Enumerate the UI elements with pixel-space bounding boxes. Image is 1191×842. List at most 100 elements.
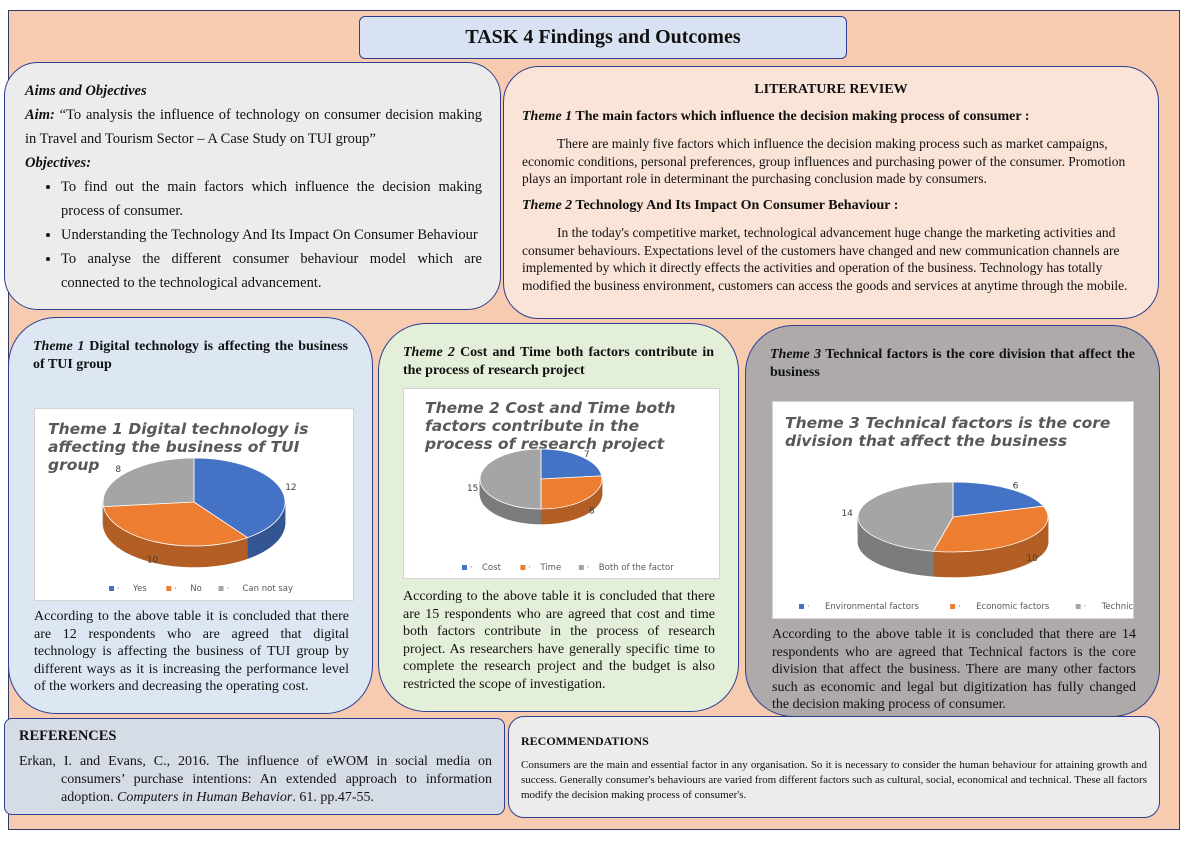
- pie-slice-side: [233, 540, 238, 563]
- pie-slice-side: [884, 540, 888, 568]
- pie-slice-side: [259, 530, 262, 555]
- pie-slice-side: [889, 542, 893, 570]
- theme1-label: Theme 1: [33, 339, 85, 354]
- pie-slice-side: [162, 542, 167, 566]
- pie-slice-side: [218, 543, 223, 566]
- pie-slice-side: [221, 542, 226, 566]
- pie-slice-side: [523, 507, 527, 524]
- pie-slice-side: [171, 544, 176, 567]
- pie-slice-side: [920, 549, 924, 576]
- theme2-chart: Theme 2 Cost and Time both factors contr…: [403, 388, 720, 579]
- reference-end: . 61. pp.47-55.: [292, 790, 375, 805]
- objective-item: To find out the main factors which influ…: [61, 175, 482, 223]
- pie-slice-side: [965, 551, 970, 577]
- literature-theme2-title: Theme 2 Technology And Its Impact On Con…: [522, 197, 1140, 215]
- pie-slice-side: [886, 541, 890, 569]
- pie-slice: [479, 448, 542, 510]
- pie-slice-side: [241, 538, 246, 561]
- pie-slice-side: [168, 543, 173, 567]
- theme1-chart: Theme 1 Digital technology is affecting …: [34, 408, 354, 601]
- pie-slice: [102, 457, 195, 508]
- pie-slice-side: [894, 544, 898, 571]
- pie-slice-side: [254, 533, 258, 557]
- legend-swatch: [578, 565, 584, 570]
- pie-slice: [103, 501, 249, 547]
- pie-slice-side: [247, 536, 251, 560]
- pie-slice-side: [1008, 544, 1012, 571]
- pie-data-label: 8: [589, 506, 595, 516]
- legend-marker: ·: [1084, 602, 1087, 611]
- pie-slice-side: [187, 545, 192, 568]
- pie-slice-side: [126, 530, 129, 555]
- theme3-description: According to the above table it is concl…: [772, 627, 1136, 712]
- pie-slice-side: [261, 529, 265, 553]
- objective-item: Understanding the Technology And Its Imp…: [61, 223, 482, 247]
- pie-slice-side: [227, 541, 232, 565]
- pie-slice-side: [215, 543, 220, 567]
- legend-marker: ·: [587, 563, 590, 572]
- pie-slice-side: [902, 546, 906, 573]
- pie-slice-side: [988, 548, 992, 575]
- legend-label: Both of the factor: [599, 563, 674, 573]
- theme1-title: Theme 1 Digital technology is affecting …: [33, 338, 348, 373]
- pie-slice-side: [956, 551, 960, 578]
- legend-swatch: [166, 586, 172, 591]
- recommendations-heading: RECOMMENDATIONS: [521, 734, 649, 748]
- legend-marker: ·: [227, 584, 230, 593]
- pie-slice-side: [1021, 539, 1024, 567]
- pie-slice-side: [932, 550, 937, 577]
- pie-slice-side: [896, 544, 901, 572]
- pie-slice: [857, 481, 954, 552]
- literature-theme1-label: Theme 1: [522, 108, 573, 124]
- pie-slice-side: [905, 546, 909, 574]
- legend-label: Can not say: [243, 584, 294, 594]
- objectives-list: To find out the main factors which influ…: [25, 175, 482, 295]
- literature-heading: LITERATURE REVIEW: [754, 82, 908, 97]
- pie-slice-side: [249, 535, 253, 559]
- legend-marker: ·: [174, 584, 177, 593]
- references-heading: REFERENCES: [19, 728, 117, 744]
- objectives-label: Objectives:: [25, 155, 92, 171]
- legend-marker: ·: [528, 563, 531, 572]
- legend-marker: ·: [117, 584, 120, 593]
- pie-slice-side: [994, 547, 998, 574]
- pie-slice-side: [1016, 541, 1020, 569]
- pie-slice-side: [929, 550, 934, 577]
- aim-text: “To analysis the influence of technology…: [25, 107, 482, 147]
- pie-slice-side: [959, 551, 964, 578]
- pie-slice-side: [939, 551, 944, 578]
- legend-swatch: [520, 565, 526, 570]
- pie-slice: [932, 505, 1049, 553]
- pie-slice-side: [536, 508, 540, 525]
- pie-slice-side: [181, 545, 185, 568]
- pie-slice-side: [1000, 546, 1004, 573]
- pie-data-label: 6: [1013, 481, 1019, 491]
- pie-slice-side: [879, 539, 883, 566]
- pie-slice: [193, 457, 286, 539]
- pie-data-label: 8: [115, 465, 121, 475]
- pie-slice-side: [193, 545, 198, 568]
- literature-theme2-label: Theme 2: [522, 197, 573, 213]
- legend-marker: ·: [470, 563, 473, 572]
- pie-slice-side: [1013, 542, 1017, 570]
- pie-slice-side: [952, 551, 957, 578]
- objective-item: To analyse the different consumer behavi…: [61, 247, 482, 295]
- pie-slice-side: [975, 550, 980, 577]
- pie-slice-side: [1011, 543, 1015, 570]
- pie-slice-side: [962, 551, 967, 578]
- pie-slice-side: [135, 535, 139, 559]
- theme3-title-text: Technical factors is the core division t…: [770, 347, 1136, 380]
- pie-slice-side: [209, 544, 214, 567]
- aim-statement: Aim: “To analysis the influence of techn…: [25, 103, 482, 151]
- pie-slice-side: [123, 529, 127, 553]
- theme3-title: Theme 3 Technical factors is the core di…: [770, 346, 1135, 381]
- pie-slice-side: [891, 543, 895, 570]
- pie-slice-side: [882, 539, 885, 567]
- pie-slice-side: [547, 508, 550, 525]
- pie-slice-side: [165, 543, 170, 566]
- pie-slice-side: [559, 506, 563, 523]
- pie-slice-side: [911, 548, 915, 575]
- pie-slice-side: [230, 541, 235, 564]
- theme2-description: According to the above table it is concl…: [403, 589, 715, 692]
- theme2-chart-title: Theme 2 Cost and Time both factors contr…: [425, 399, 676, 453]
